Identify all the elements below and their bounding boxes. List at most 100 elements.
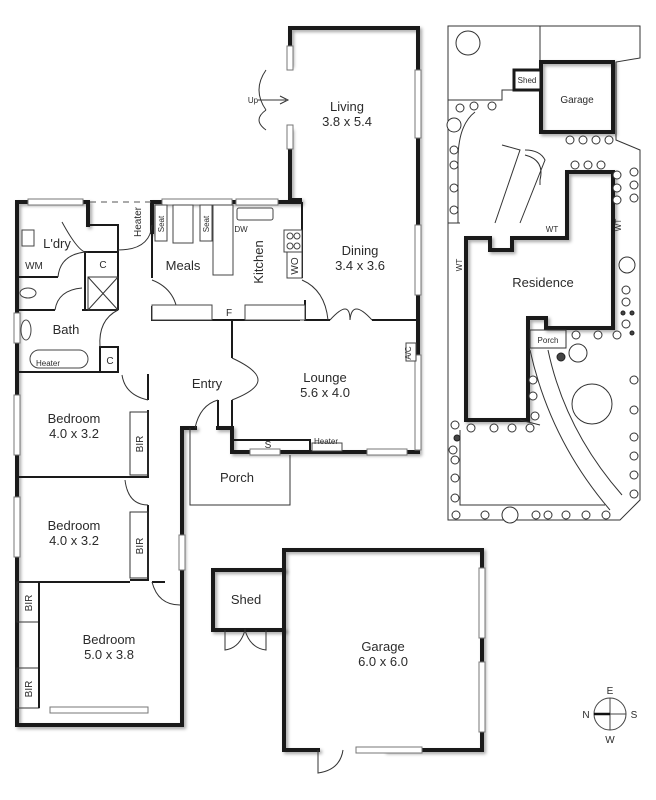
tree-icon xyxy=(455,30,481,56)
room-name-lounge: Lounge xyxy=(303,370,346,385)
window xyxy=(286,124,294,150)
window xyxy=(27,198,84,206)
garage-window xyxy=(478,661,486,733)
table xyxy=(172,204,194,244)
garage-window xyxy=(355,746,423,754)
window xyxy=(13,496,21,558)
bir-label: BIR xyxy=(135,436,146,453)
room-name-bedroom-1: Bedroom xyxy=(48,411,101,426)
storage-label: S xyxy=(265,440,272,451)
site-plan: Garage Shed Residence Porch WT WT WT xyxy=(446,25,641,524)
ac-label: A/C xyxy=(404,346,413,360)
room-name-bath: Bath xyxy=(53,322,80,337)
window xyxy=(286,45,294,71)
sink xyxy=(21,229,35,247)
garage-window xyxy=(478,567,486,639)
west-wall xyxy=(15,200,184,727)
fixture-labels: WM C C Heater Heater Seat Seat DW WO F A… xyxy=(24,206,413,697)
room-dims-bedroom-2: 4.0 x 3.2 xyxy=(49,533,99,548)
compass-north: N xyxy=(582,710,589,721)
room-dims-dining: 3.4 x 3.6 xyxy=(335,258,385,273)
window xyxy=(13,394,21,456)
tree-icon xyxy=(501,506,519,524)
room-name-bedroom-2: Bedroom xyxy=(48,518,101,533)
window xyxy=(178,534,186,571)
shrubs xyxy=(448,101,639,520)
basin-icon xyxy=(20,319,32,341)
island-bench xyxy=(212,204,234,276)
room-dims-living: 3.8 x 5.4 xyxy=(322,114,372,129)
window xyxy=(13,312,21,344)
windows xyxy=(13,45,422,714)
interior-walls xyxy=(16,201,418,709)
kitchen-sink-icon xyxy=(236,207,274,221)
lounge-heater-label: Heater xyxy=(314,437,338,446)
site-porch xyxy=(529,329,567,349)
porch-outline xyxy=(189,428,291,506)
stairs-up: Up xyxy=(248,95,290,105)
room-name-porch: Porch xyxy=(220,470,254,485)
seat-label: Seat xyxy=(157,215,166,232)
shed-doors xyxy=(224,628,267,651)
room-name-laundry: L'dry xyxy=(43,236,71,251)
shower xyxy=(87,276,119,311)
room-name-kitchen: Kitchen xyxy=(251,240,266,283)
room-dims-bedroom-3: 5.0 x 3.8 xyxy=(84,647,134,662)
room-name-dining: Dining xyxy=(342,243,379,258)
cooktop-icon xyxy=(283,229,303,253)
bedroom-east-wall xyxy=(180,426,197,727)
site-garage xyxy=(539,60,615,134)
window xyxy=(49,706,149,714)
compass-east: E xyxy=(607,686,614,697)
compass: E N S W xyxy=(582,686,637,746)
site-garage-label: Garage xyxy=(560,95,594,106)
room-name-entry: Entry xyxy=(192,376,223,391)
built-in-robe xyxy=(129,411,149,476)
wm-label: WM xyxy=(25,261,43,272)
site-porch-label: Porch xyxy=(538,336,559,345)
water-tank-label: WT xyxy=(455,259,464,272)
tree-icon xyxy=(446,117,462,133)
window xyxy=(235,198,279,206)
shed-walls xyxy=(211,568,286,632)
tree-icon xyxy=(571,383,613,425)
heater xyxy=(311,442,343,452)
room-name-bedroom-3: Bedroom xyxy=(83,632,136,647)
bench xyxy=(244,304,306,321)
site-shed-label: Shed xyxy=(518,76,537,85)
built-in-robe xyxy=(129,511,149,579)
window xyxy=(414,354,422,451)
garage-door xyxy=(317,749,344,774)
room-labels: Living 3.8 x 5.4 Dining 3.4 x 3.6 Lounge… xyxy=(43,99,385,662)
tree-icon xyxy=(618,256,636,274)
driveway xyxy=(494,144,546,224)
site-residence xyxy=(464,170,615,422)
cupboard-label: C xyxy=(99,260,106,271)
window xyxy=(366,448,408,456)
window xyxy=(414,69,422,139)
bath-heater-label: Heater xyxy=(36,359,60,368)
room-dims-lounge: 5.6 x 4.0 xyxy=(300,385,350,400)
cupboard-label: C xyxy=(106,356,113,367)
fixtures xyxy=(19,204,417,452)
room-name-garage: Garage xyxy=(361,639,404,654)
bir-label: BIR xyxy=(135,538,146,555)
bir-label: BIR xyxy=(24,681,35,698)
bathtub-icon xyxy=(29,349,89,369)
water-tank-label: WT xyxy=(614,219,623,232)
site-shed xyxy=(512,68,543,92)
room-dims-garage: 6.0 x 6.0 xyxy=(358,654,408,669)
wall-oven-label: WO xyxy=(290,257,301,274)
seat xyxy=(199,204,213,242)
outbuildings: Shed Garage 6.0 x 6.0 xyxy=(211,548,486,774)
fridge-label: F xyxy=(226,308,232,319)
doors xyxy=(54,69,373,606)
path xyxy=(529,349,611,511)
room-name-meals: Meals xyxy=(166,258,201,273)
garage-walls xyxy=(282,548,484,752)
window xyxy=(414,224,422,296)
water-tank-label: WT xyxy=(546,225,559,234)
compass-south: S xyxy=(631,710,638,721)
room-dims-bedroom-1: 4.0 x 3.2 xyxy=(49,426,99,441)
